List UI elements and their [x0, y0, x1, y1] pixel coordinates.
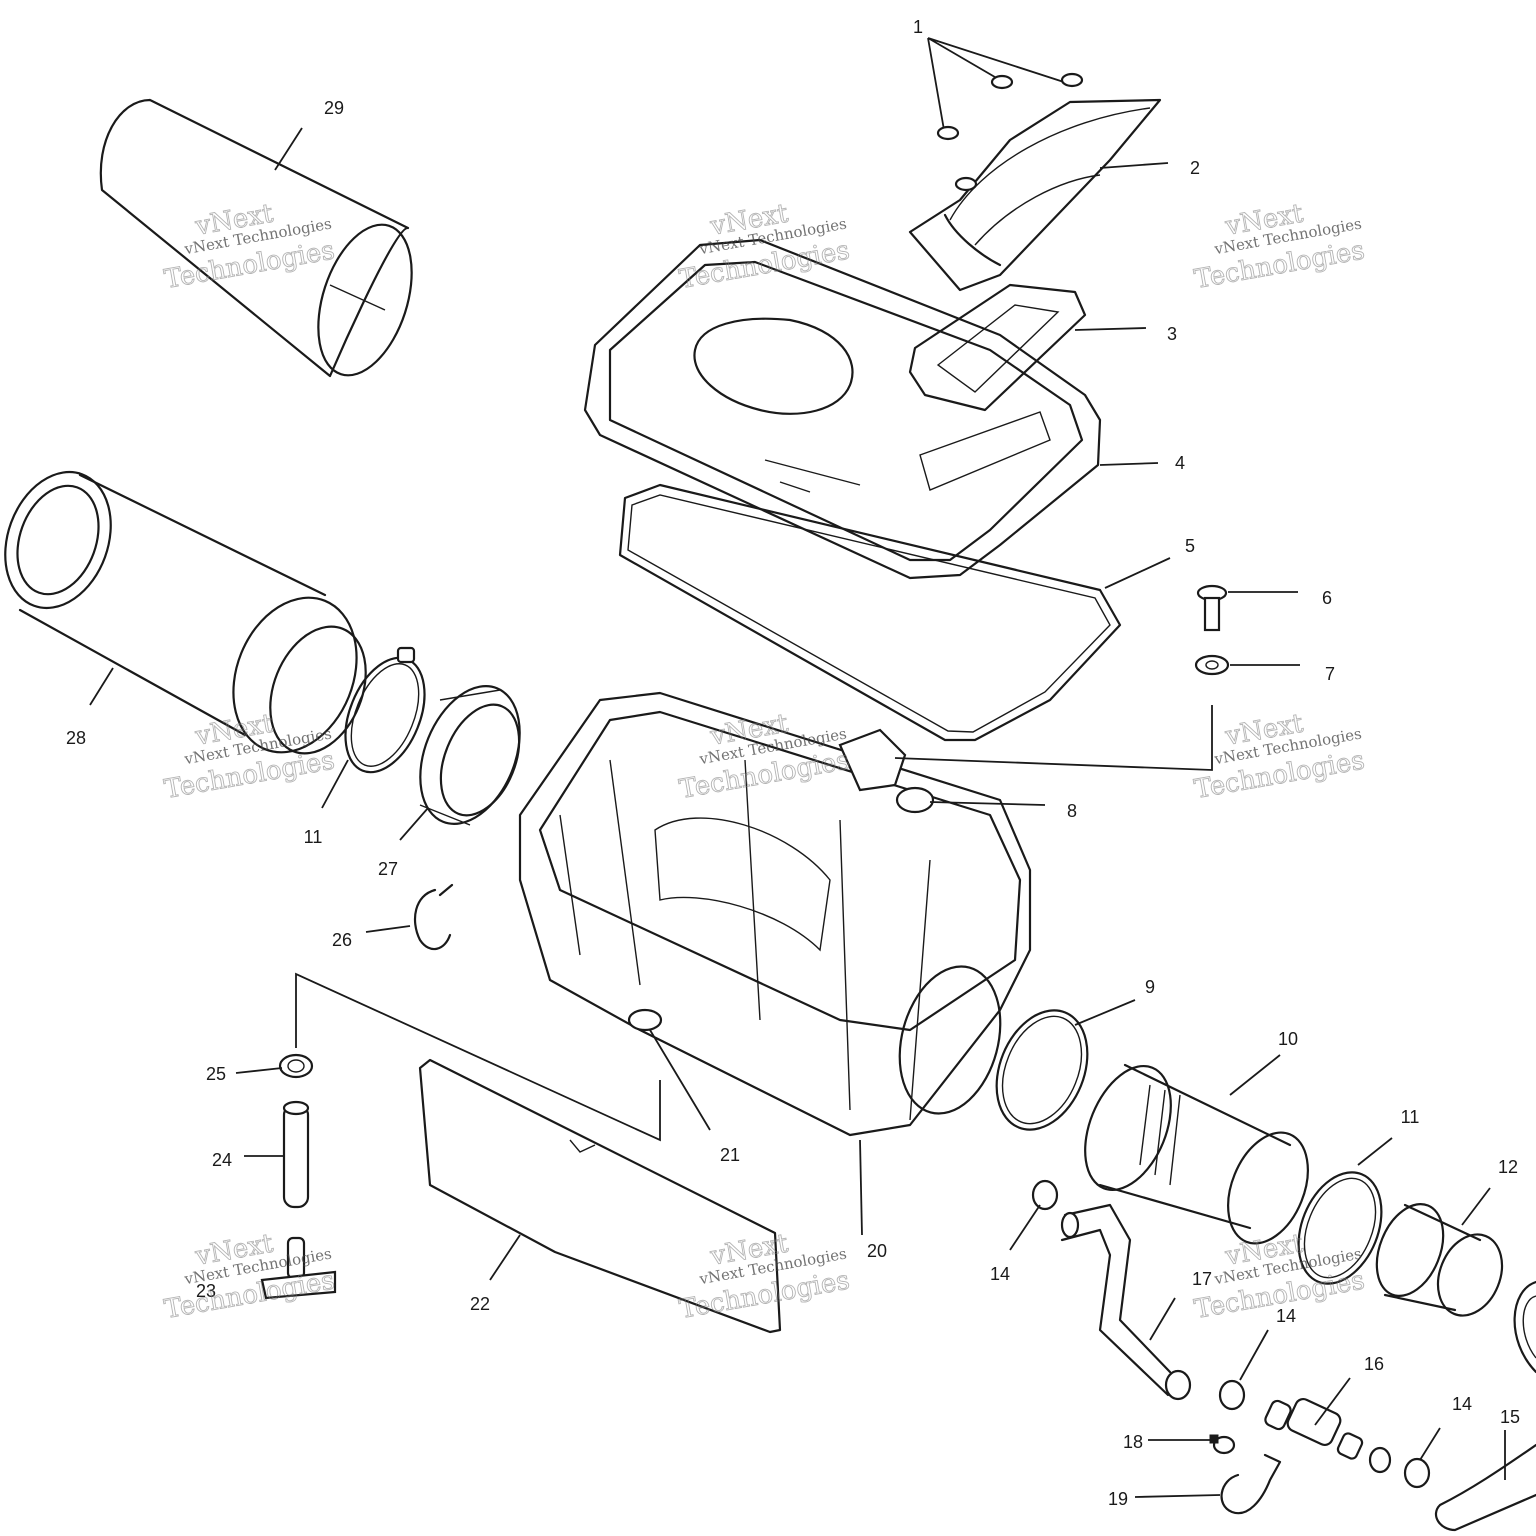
callout-29: 29 [324, 98, 344, 118]
callout-7: 7 [1325, 664, 1335, 684]
part-18-screw [1209, 1434, 1236, 1455]
callout-21: 21 [720, 1145, 740, 1165]
part-11-clamp-right [1297, 1171, 1383, 1285]
callout-12: 12 [1498, 1157, 1518, 1177]
callout-14-a: 14 [990, 1264, 1010, 1284]
callout-14-b: 14 [1276, 1306, 1296, 1326]
callout-10: 10 [1278, 1029, 1298, 1049]
callout-24: 24 [212, 1150, 232, 1170]
callout-5: 5 [1185, 536, 1195, 556]
callout-22: 22 [470, 1294, 490, 1314]
watermark-mid-center: vNext vNext Technologies Technologies [677, 708, 853, 805]
part-17-hose [1060, 1203, 1192, 1401]
part-14-clamp-b [1218, 1379, 1246, 1411]
part-19-p-clamp [1220, 1453, 1282, 1515]
part-10-boot [1084, 1063, 1309, 1245]
callout-16: 16 [1364, 1354, 1384, 1374]
callout-2: 2 [1190, 158, 1200, 178]
part-15-hose [1434, 1443, 1536, 1532]
callout-3: 3 [1167, 324, 1177, 344]
part-25-clamp [278, 1053, 314, 1079]
part-23-drain-fitting [260, 1236, 337, 1300]
part-14-clamp-a [1031, 1179, 1059, 1211]
part-8-clip [838, 728, 935, 814]
part-24-drain-tube [282, 1100, 310, 1209]
leader-lines [89, 127, 1506, 1498]
callout-4: 4 [1175, 453, 1185, 473]
callout-27: 27 [378, 859, 398, 879]
watermark-bottom-left: vNext vNext Technologies Technologies [162, 1228, 338, 1325]
callout-numbers: 1 2 3 4 5 6 7 8 9 10 11 12 14 15 16 17 1… [66, 17, 1520, 1509]
callout-25: 25 [206, 1064, 226, 1084]
part-5-cover-gasket [618, 483, 1122, 742]
callout-8: 8 [1067, 801, 1077, 821]
watermark-mid-left: vNext vNext Technologies Technologies [162, 708, 338, 805]
callout-1: 1 [913, 17, 923, 37]
callout-9: 9 [1145, 977, 1155, 997]
part-20-airbox-base [518, 691, 1032, 1137]
part-11-clamp-left [344, 646, 426, 774]
callout-17: 17 [1192, 1269, 1212, 1289]
part-7-washer [1194, 654, 1230, 676]
part-22-panel [418, 1058, 782, 1334]
part-4-airbox-cover [583, 238, 1102, 580]
part-9-seal-ring [995, 1009, 1089, 1131]
callout-26: 26 [332, 930, 352, 950]
part-29-filter-sleeve [99, 98, 413, 378]
part-27-adapter-ring [419, 685, 521, 826]
callout-18: 18 [1123, 1432, 1143, 1452]
part-26-clip [413, 883, 454, 951]
part-2-snorkel-duct [908, 98, 1162, 292]
callout-28: 28 [66, 728, 86, 748]
part-28-air-filter [4, 470, 367, 755]
callout-6: 6 [1322, 588, 1332, 608]
callout-11-left: 11 [304, 827, 323, 847]
part-6-bolt [1196, 584, 1228, 632]
watermark-bottom-right: vNext vNext Technologies Technologies [1192, 1228, 1368, 1325]
callout-23: 23 [196, 1281, 216, 1301]
part-3-duct-gasket [908, 283, 1087, 412]
part-edge-fitting [1513, 1280, 1536, 1374]
watermark-top-left: vNext vNext Technologies Technologies [162, 198, 338, 295]
part-12-intake-boot [1375, 1202, 1504, 1317]
watermark-bottom-center: vNext vNext Technologies Technologies [677, 1228, 853, 1325]
part-14-clamp-c [1403, 1457, 1431, 1489]
part-1-screws [927, 37, 1084, 192]
callout-14-c: 14 [1452, 1394, 1472, 1414]
watermark-top-right: vNext vNext Technologies Technologies [1192, 198, 1368, 295]
callout-20: 20 [867, 1241, 887, 1261]
callout-15: 15 [1500, 1407, 1520, 1427]
part-16-valve [1264, 1397, 1392, 1474]
watermark-top-center: vNext vNext Technologies Technologies [677, 198, 853, 295]
callout-19: 19 [1108, 1489, 1128, 1509]
callout-11-right: 11 [1401, 1107, 1420, 1127]
